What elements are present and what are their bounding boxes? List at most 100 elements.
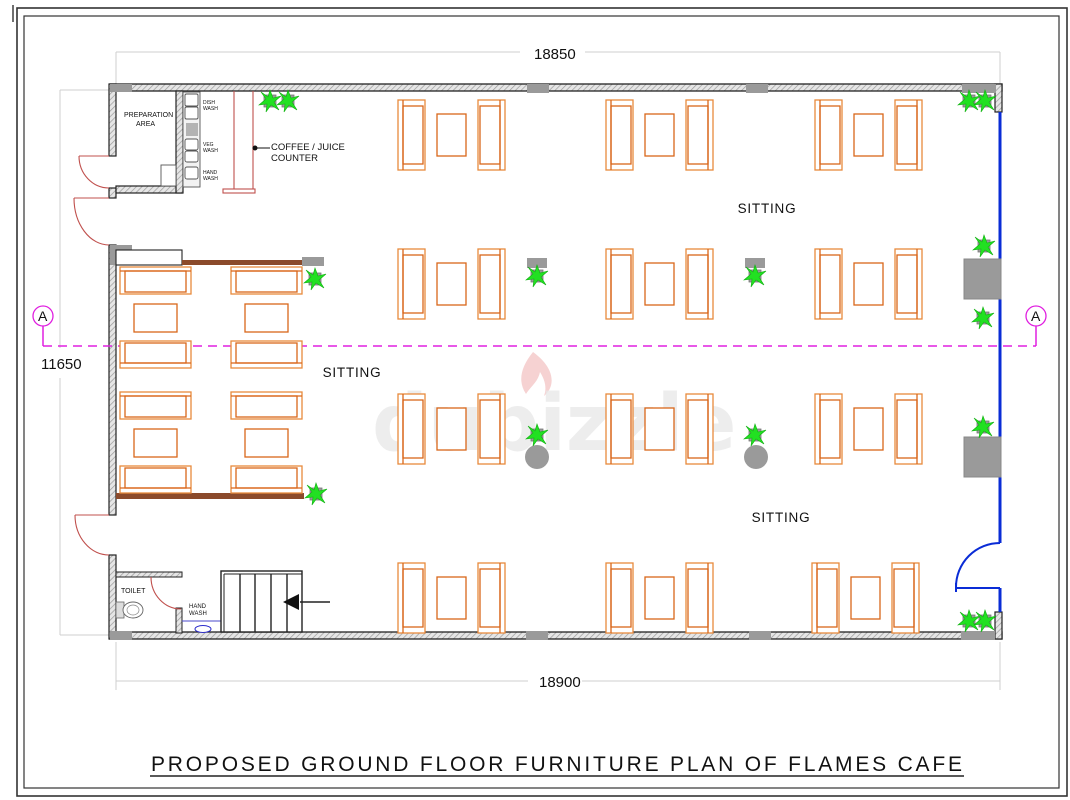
section-marker-right — [1025, 305, 1047, 327]
sofa-icon — [814, 248, 843, 320]
sofa-icon — [685, 248, 714, 320]
veg-sink-icon — [184, 138, 199, 151]
seating-set — [230, 391, 303, 494]
table-icon — [436, 576, 467, 620]
pedestal — [527, 258, 547, 268]
seating-set — [605, 562, 714, 634]
round-column — [744, 445, 768, 469]
veg-wash-label-1: VEG — [203, 142, 214, 148]
sofa-icon — [119, 391, 192, 420]
seating-set — [230, 266, 303, 369]
planters — [258, 89, 997, 633]
sofa-icon — [119, 465, 192, 494]
plant-icon — [743, 264, 767, 288]
dimension-bottom: 18900 — [539, 674, 581, 691]
sofa-icon — [685, 393, 714, 465]
drawing-title: PROPOSED GROUND FLOOR FURNITURE PLAN OF … — [150, 753, 964, 777]
plant-icon — [304, 482, 328, 506]
table-icon — [244, 428, 289, 458]
sofa-icon — [230, 391, 303, 420]
preparation-area: PREPARATION AREA — [115, 90, 184, 194]
plant-icon — [276, 89, 300, 113]
sofa-icon — [685, 562, 714, 634]
sofa-icon — [477, 393, 506, 465]
prep-sink-icon — [160, 164, 177, 187]
toilet-door[interactable] — [150, 576, 182, 610]
seating-set — [397, 99, 506, 171]
sofa-icon — [397, 248, 426, 320]
sofa-icon — [891, 562, 920, 634]
table-icon — [436, 113, 467, 157]
dimension-lines — [59, 51, 1001, 690]
seating-set — [814, 393, 923, 465]
drainboard — [186, 123, 198, 136]
sofa-icon — [894, 248, 923, 320]
table-icon — [853, 262, 884, 306]
hand-wash-basin-icon — [194, 625, 212, 633]
hand-wash-fixture-label-1: HAND — [203, 170, 218, 176]
stair-direction-arrow-icon — [283, 594, 299, 610]
pedestal — [745, 258, 765, 268]
dimension-left: 11650 — [41, 356, 82, 373]
coffee-juice-counter — [222, 91, 256, 194]
seating-set — [605, 393, 714, 465]
table-icon — [644, 113, 675, 157]
staircase — [220, 570, 330, 633]
sofa-icon — [230, 266, 303, 295]
table-icon — [436, 407, 467, 451]
seating-set — [119, 391, 192, 494]
sofa-icon — [605, 562, 634, 634]
hand-wash-label-1: HAND — [189, 604, 207, 610]
preparation-label-2: AREA — [136, 121, 155, 128]
plant-icon — [743, 423, 767, 447]
zone-label-sitting: SITTING — [323, 365, 382, 380]
seating-group-horizontal-sets — [119, 266, 303, 494]
plant-icon — [971, 306, 995, 330]
dish-sink-icon — [184, 93, 199, 107]
toilet-icon — [115, 601, 144, 619]
sofa-icon — [477, 248, 506, 320]
counter-label-2: COUNTER — [271, 153, 318, 164]
sofa-icon — [119, 266, 192, 295]
table-icon — [850, 576, 881, 620]
side-door-middle[interactable] — [73, 197, 110, 246]
plant-icon — [971, 415, 995, 439]
sofa-icon — [477, 99, 506, 171]
watermark: dubizzle — [372, 352, 736, 469]
zone-label-sitting: SITTING — [752, 510, 811, 525]
partition-upper — [182, 260, 302, 265]
side-door-upper[interactable] — [78, 155, 110, 189]
sofa-icon — [397, 562, 426, 634]
seating-set — [814, 99, 923, 171]
veg-wash-label-2: WASH — [203, 148, 218, 154]
title-text: PROPOSED GROUND FLOOR FURNITURE PLAN OF … — [151, 753, 963, 776]
sink-unit — [182, 91, 201, 188]
seating-set — [397, 248, 506, 320]
counter-leader — [252, 145, 270, 151]
section-marker-left — [32, 305, 54, 327]
seating-set — [119, 266, 192, 369]
round-column — [525, 445, 549, 469]
hand-wash-fixture-label-2: WASH — [203, 176, 218, 182]
table-icon — [853, 113, 884, 157]
entrance-door[interactable] — [955, 542, 1001, 592]
dimension-top: 18850 — [534, 46, 576, 63]
column-upper-partition — [302, 257, 324, 266]
sofa-icon — [605, 248, 634, 320]
side-door-lower[interactable] — [74, 514, 110, 556]
hand-wash-label-2: WASH — [189, 611, 207, 617]
partition-lower — [116, 493, 304, 499]
plant-icon — [972, 234, 996, 258]
sofa-icon — [230, 465, 303, 494]
seating-set — [811, 562, 920, 634]
preparation-label-1: PREPARATION — [124, 112, 173, 119]
seating-set — [814, 248, 923, 320]
seating-set — [397, 393, 506, 465]
toilet-area: TOILET HAND WASH — [115, 571, 222, 634]
seating-set — [397, 562, 506, 634]
flame-logo-icon — [521, 352, 552, 396]
sofa-icon — [605, 99, 634, 171]
section-label-right: A — [1031, 308, 1041, 324]
sofa-icon — [814, 393, 843, 465]
